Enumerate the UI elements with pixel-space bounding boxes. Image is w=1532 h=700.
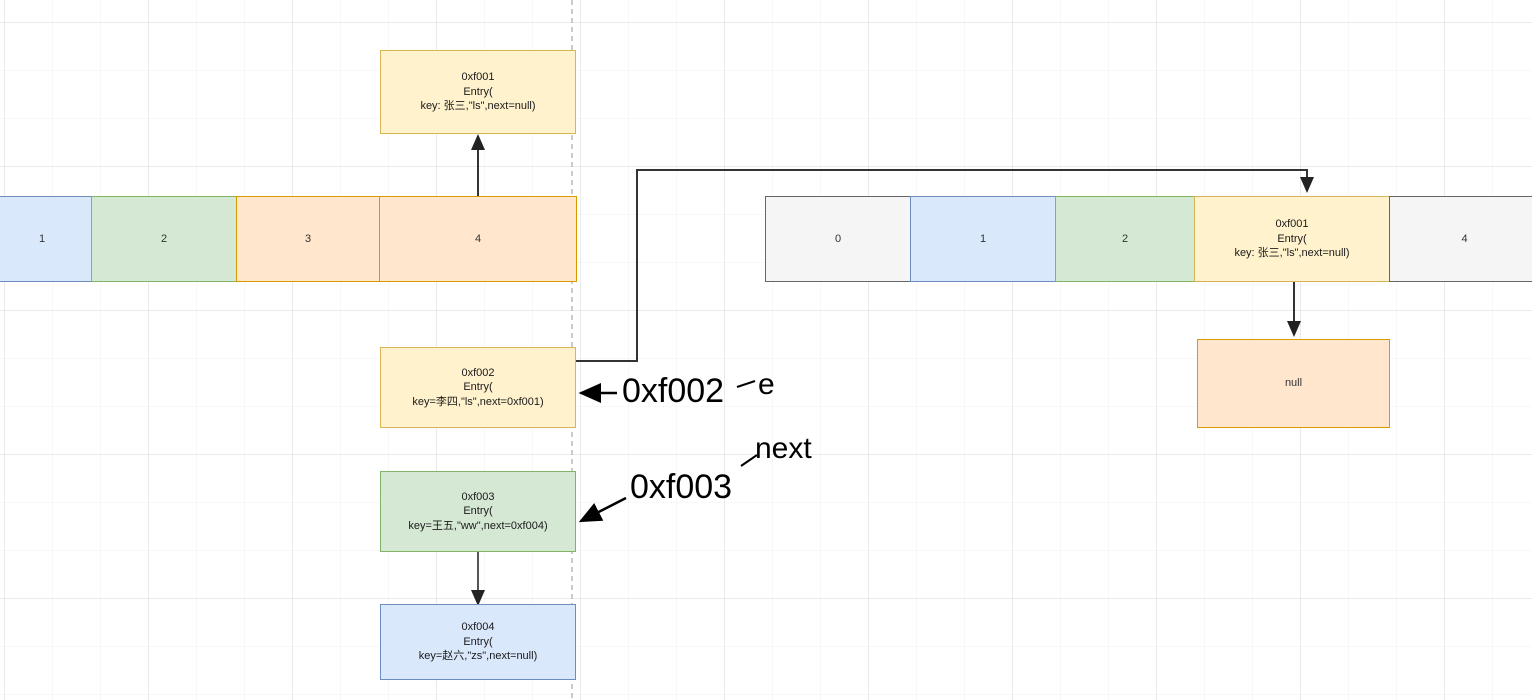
- right-array-cell-2[interactable]: 2: [1055, 196, 1195, 282]
- entry-node-0xf002[interactable]: 0xf002 Entry( key=李四,"ls",next=0xf001): [380, 347, 576, 428]
- right-array-cell-0[interactable]: 0: [765, 196, 911, 282]
- entry-node-0xf004[interactable]: 0xf004 Entry( key=赵六,"zs",next=null): [380, 604, 576, 680]
- annotation-0xf003: 0xf003: [630, 468, 733, 506]
- left-array-cell-3[interactable]: 4: [379, 196, 577, 282]
- annotation-next: next: [755, 432, 812, 465]
- null-node[interactable]: null: [1197, 339, 1390, 428]
- left-array-cell-2[interactable]: 3: [236, 196, 380, 282]
- entry-node-0xf003[interactable]: 0xf003 Entry( key=王五,"ww",next=0xf004): [380, 471, 576, 552]
- right-array-cell-4[interactable]: 4: [1389, 196, 1532, 282]
- right-array-cell-1[interactable]: 1: [910, 196, 1056, 282]
- leader-e-tick: [736, 380, 756, 388]
- left-array-cell-1[interactable]: 2: [91, 196, 237, 282]
- leader-0xf003: [578, 496, 627, 523]
- annotation-0xf002: 0xf002: [622, 372, 725, 410]
- left-array-cell-0[interactable]: 1: [0, 196, 92, 282]
- right-array-cell-3-entry[interactable]: 0xf001 Entry( key: 张三,"ls",next=null): [1194, 196, 1390, 282]
- entry-node-0xf001[interactable]: 0xf001 Entry( key: 张三,"ls",next=null): [380, 50, 576, 134]
- annotation-e: e: [758, 368, 775, 401]
